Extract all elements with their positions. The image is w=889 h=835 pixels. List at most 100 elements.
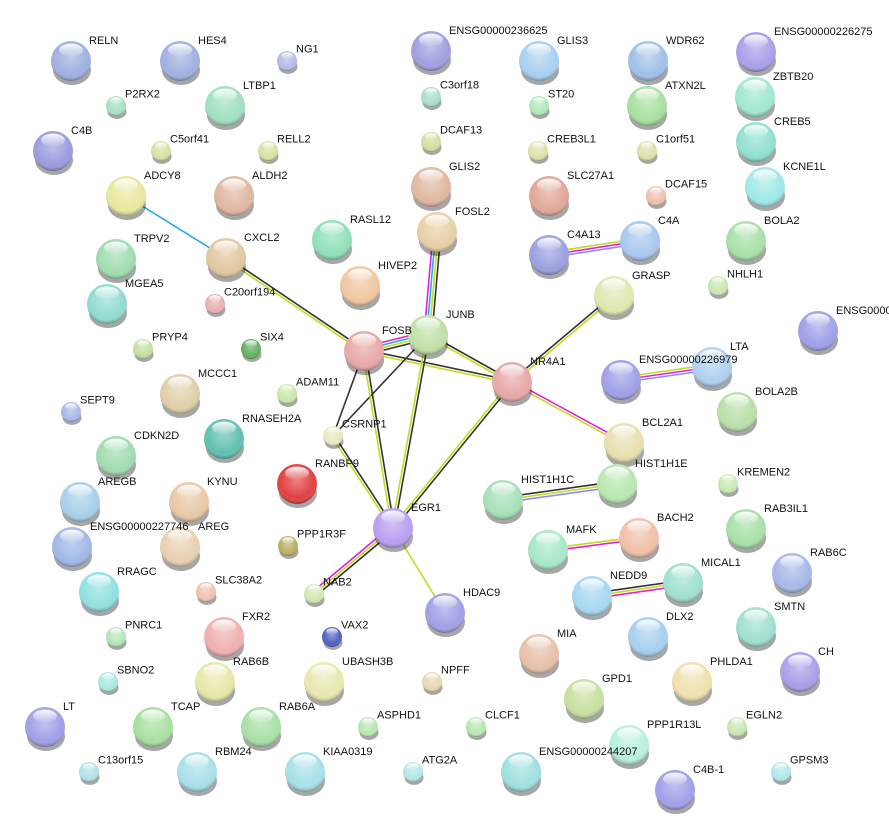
node-label[interactable]: C1orf51: [656, 134, 695, 146]
node-label[interactable]: RANBP9: [315, 458, 359, 470]
node-label[interactable]: DLX2: [666, 611, 694, 623]
node-label[interactable]: SEPT9: [80, 395, 115, 407]
node-nhlh1[interactable]: [708, 276, 729, 299]
node-ensg00000226979[interactable]: [601, 360, 641, 404]
node-trpv2[interactable]: [96, 239, 136, 283]
node-reln[interactable]: [51, 41, 91, 85]
node-label[interactable]: SBNO2: [117, 665, 154, 677]
node-clcf1[interactable]: [466, 717, 487, 740]
node-rragc[interactable]: [79, 572, 119, 616]
node-aldh2[interactable]: [214, 176, 254, 220]
edge-junb-egr1[interactable]: [390, 334, 431, 529]
node-label[interactable]: NR4A1: [530, 356, 565, 368]
node-rnaseh2a[interactable]: [204, 419, 244, 463]
node-label[interactable]: LTBP1: [243, 80, 276, 92]
node-wdr62[interactable]: [628, 41, 668, 85]
node-kremen2[interactable]: [718, 474, 739, 497]
node-slc27a1[interactable]: [529, 176, 569, 220]
node-fosb[interactable]: [344, 331, 384, 375]
node-glis3[interactable]: [519, 41, 559, 85]
node-kcne1l[interactable]: [745, 167, 785, 211]
node-label[interactable]: ZBTB20: [773, 71, 813, 83]
node-glis2[interactable]: [411, 167, 451, 211]
node-label[interactable]: C5orf41: [170, 134, 209, 146]
node-mccc1[interactable]: [160, 374, 200, 418]
edge-junb-csrnp1[interactable]: [332, 334, 429, 437]
node-label[interactable]: DCAF15: [665, 179, 707, 191]
node-sept9[interactable]: [61, 402, 82, 425]
node-hist1h1c[interactable]: [483, 480, 523, 524]
node-six4[interactable]: [241, 339, 262, 362]
node-label[interactable]: RAB6B: [233, 656, 269, 668]
node-label[interactable]: RAB6C: [810, 547, 847, 559]
node-label[interactable]: CLCF1: [485, 710, 520, 722]
node-label[interactable]: ENSG0000: [836, 305, 889, 317]
node-label[interactable]: CXCL2: [244, 232, 279, 244]
node-label[interactable]: PHLDA1: [710, 656, 753, 668]
node-label[interactable]: ADCY8: [144, 170, 181, 182]
node-label[interactable]: BACH2: [657, 512, 694, 524]
node-label[interactable]: ENSG00000236625: [449, 25, 547, 37]
node-junb[interactable]: [408, 315, 448, 359]
node-fosl2[interactable]: [417, 212, 457, 256]
node-rab6c[interactable]: [772, 553, 812, 597]
edge-fosb-nr4a1[interactable]: [363, 348, 513, 385]
node-c3orf18[interactable]: [421, 87, 442, 110]
node-label[interactable]: BOLA2B: [755, 386, 798, 398]
node-egln2[interactable]: [727, 717, 748, 740]
node-label[interactable]: UBASH3B: [342, 656, 393, 668]
node-ltbp1[interactable]: [205, 86, 245, 130]
edge-fosb-egr1[interactable]: [361, 350, 396, 529]
node-ppp1r13l[interactable]: [609, 725, 649, 769]
node-areg[interactable]: [160, 527, 200, 571]
edge-cxcl2-fosb[interactable]: [224, 256, 366, 353]
node-label[interactable]: RASL12: [350, 214, 391, 226]
node-label[interactable]: FXR2: [242, 611, 270, 623]
node-cxcl2[interactable]: [206, 238, 246, 282]
node-nr4a1[interactable]: [492, 362, 532, 406]
node-npff[interactable]: [422, 672, 443, 695]
node-nab2[interactable]: [304, 584, 325, 607]
node-label[interactable]: LT: [63, 701, 75, 713]
node-label[interactable]: MAFK: [566, 524, 597, 536]
node-label[interactable]: ALDH2: [252, 170, 287, 182]
node-gpd1[interactable]: [564, 679, 604, 723]
node-label[interactable]: RELN: [89, 35, 118, 47]
node-nedd9[interactable]: [572, 576, 612, 620]
node-label[interactable]: MIA: [557, 628, 577, 640]
node-hist1h1e[interactable]: [597, 464, 637, 508]
node-label[interactable]: C4B-1: [693, 764, 724, 776]
node-ensg00000226275[interactable]: [736, 32, 776, 76]
node-label[interactable]: ATXN2L: [665, 80, 706, 92]
node-grasp[interactable]: [594, 276, 634, 320]
node-label[interactable]: VAX2: [341, 620, 368, 632]
node-kiaa0319[interactable]: [285, 752, 325, 796]
node-label[interactable]: NPFF: [441, 665, 470, 677]
node-label[interactable]: ST20: [548, 89, 574, 101]
node-label[interactable]: HDAC9: [463, 587, 500, 599]
node-label[interactable]: SIX4: [260, 332, 284, 344]
node-dcaf13[interactable]: [421, 132, 442, 155]
edge-nr4a1-egr1[interactable]: [391, 380, 514, 530]
node-atg2a[interactable]: [403, 762, 424, 785]
node-label[interactable]: PRYP4: [152, 332, 188, 344]
node-label[interactable]: EGLN2: [746, 710, 782, 722]
node-label[interactable]: NG1: [296, 44, 319, 56]
node-label[interactable]: ENSG00000226979: [639, 354, 737, 366]
node-p2rx2[interactable]: [106, 96, 127, 119]
node-rab6b[interactable]: [195, 662, 235, 706]
node-label[interactable]: LTA: [730, 341, 749, 353]
node-ensg00000236625[interactable]: [411, 31, 451, 75]
node-phlda1[interactable]: [672, 662, 712, 706]
node-label[interactable]: P2RX2: [125, 89, 160, 101]
node-label[interactable]: C20orf194: [224, 287, 275, 299]
edge-nr4a1-bcl2a1[interactable]: [510, 380, 626, 445]
node-pryp4[interactable]: [133, 339, 154, 362]
node-label[interactable]: AREGB: [98, 476, 137, 488]
node-ubash3b[interactable]: [304, 662, 344, 706]
node-slc38a2[interactable]: [196, 582, 217, 605]
node-ranbp9[interactable]: [277, 464, 317, 508]
node-label[interactable]: C4B: [71, 125, 92, 137]
node-mgea5[interactable]: [87, 284, 127, 328]
node-zbtb20[interactable]: [735, 77, 775, 121]
